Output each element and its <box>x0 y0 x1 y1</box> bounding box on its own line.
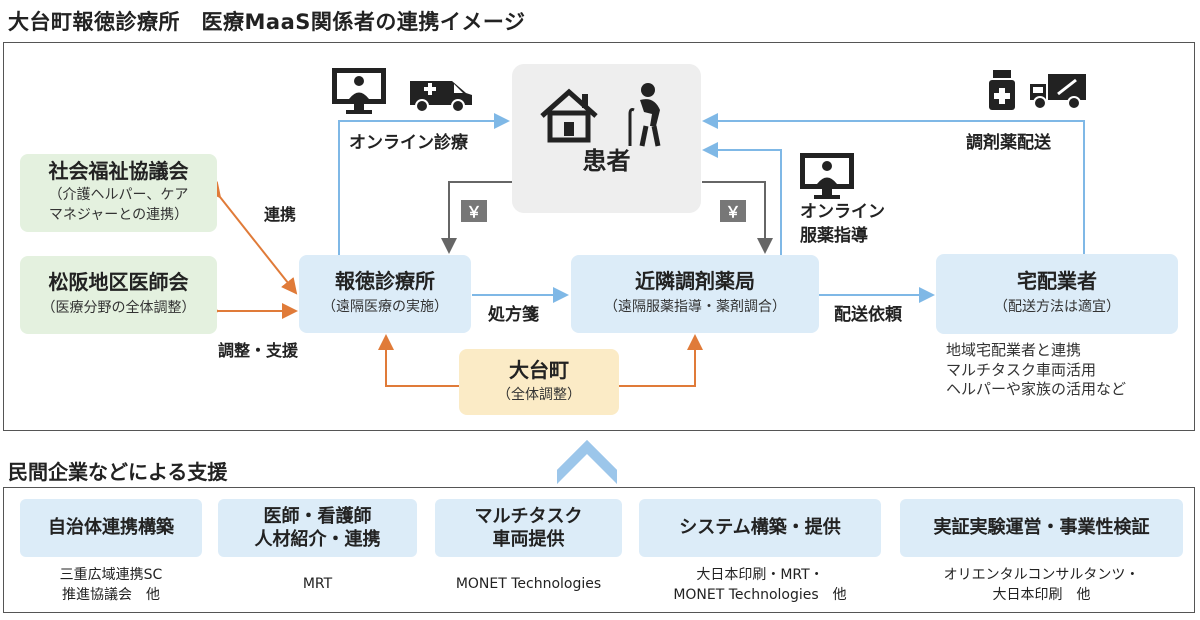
shohosen-label: 処方箋 <box>488 305 539 325</box>
support-caption: MONET Technologies <box>425 575 632 595</box>
diagram-frame <box>3 42 1195 431</box>
delivery-note-line: マルチタスク車両活用 <box>946 360 1097 379</box>
shakai-fukushi-sub1: （介護ヘルパー、ケア <box>48 187 189 204</box>
arrow-patient-pharmacy-payment <box>702 181 773 254</box>
chozai-haiso-label: 調剤薬配送 <box>966 133 1051 153</box>
delivery-label: 宅配業者 <box>1017 269 1097 294</box>
pharmacy-sub: （遠隔服薬指導・薬剤調合） <box>604 299 786 316</box>
arrow-renkei <box>205 181 298 295</box>
monitor-doctor-icon <box>330 66 388 120</box>
yen-badge-pharmacy: ￥ <box>720 200 746 222</box>
chevron-up-icon <box>557 440 617 488</box>
ambulance-van-icon <box>408 75 474 117</box>
yen-label: ￥ <box>725 202 741 221</box>
support-caption: 大日本印刷・MRT・ MONET Technologies 他 <box>639 566 881 605</box>
support-item: 実証実験運営・事業性検証 <box>900 499 1183 557</box>
support-caption-line1: オリエンタルコンサルタンツ・ <box>943 567 1140 583</box>
town-node: 大台町 （全体調整） <box>459 349 619 415</box>
arrow-patient-clinic-payment <box>441 181 512 254</box>
yen-badge-clinic: ￥ <box>461 200 487 222</box>
support-item-line2: 車両提供 <box>492 529 565 550</box>
support-item: 医師・看護師 人材紹介・連携 <box>218 499 417 557</box>
arrow-clinic-patient <box>338 113 510 255</box>
delivery-note-line: ヘルパーや家族の活用など <box>946 380 1127 398</box>
page-title: 大台町報徳診療所 医療MaaS関係者の連携イメージ <box>8 10 526 34</box>
delivery-note: 地域宅配業者と連携 マルチタスク車両活用 ヘルパーや家族の活用など <box>946 341 1126 400</box>
support-caption-line2: 大日本印刷 他 <box>992 586 1091 603</box>
support-item-line1: システム構築・提供 <box>679 517 841 539</box>
support-item-line1: 医師・看護師 <box>263 505 372 527</box>
shakai-fukushi-sub2: マネジャーとの連携） <box>48 207 189 223</box>
monitor-doctor-icon <box>798 151 856 205</box>
pharmacy-label: 近隣調剤薬局 <box>635 269 755 294</box>
support-section-title: 民間企業などによる支援 <box>8 460 228 484</box>
support-caption-line2: MONET Technologies 他 <box>673 586 847 603</box>
delivery-node: 宅配業者 （配送方法は適宜） <box>936 254 1178 334</box>
renkei-label: 連携 <box>264 205 297 224</box>
patient-label: 患者 <box>582 147 631 175</box>
support-item: システム構築・提供 <box>639 499 881 557</box>
clinic-sub: （遠隔医療の実施） <box>322 299 448 316</box>
arrow-town-pharmacy <box>619 334 703 387</box>
delivery-note-line: 地域宅配業者と連携 <box>946 341 1082 359</box>
support-caption-line1: 大日本印刷・MRT・ <box>696 567 824 583</box>
clinic-label: 報徳診療所 <box>335 269 435 294</box>
support-item-line1: 自治体連携構築 <box>48 517 174 539</box>
elderly-person-icon <box>626 82 674 152</box>
support-item-line2: 人材紹介・連携 <box>254 529 381 550</box>
town-label: 大台町 <box>509 357 569 382</box>
ishikai-sub: （医療分野の全体調整） <box>41 300 196 317</box>
online-shinryo-label: オンライン診療 <box>349 133 468 153</box>
arrow-delivery-patient <box>702 113 1085 254</box>
yen-label: ￥ <box>466 202 482 221</box>
delivery-sub: （配送方法は適宜） <box>994 299 1120 316</box>
chosei-shien-label: 調整・支援 <box>218 341 299 360</box>
support-item-line1: マルチタスク <box>474 505 583 527</box>
support-frame <box>3 487 1195 613</box>
medicine-bottle-icon <box>985 68 1019 116</box>
delivery-truck-icon <box>1028 72 1088 116</box>
arrow-town-clinic <box>378 334 459 387</box>
town-sub: （全体調整） <box>497 386 581 403</box>
haiso-irai-label: 配送依頼 <box>834 305 902 325</box>
support-caption-line1: MRT <box>302 576 333 592</box>
support-caption: 三重広域連携SC 推進協議会 他 <box>20 566 202 605</box>
ishikai-node: 松阪地区医師会 （医療分野の全体調整） <box>20 256 217 334</box>
support-caption: MRT <box>218 575 417 595</box>
support-item: 自治体連携構築 <box>20 499 202 557</box>
support-item-line1: 実証実験運営・事業性検証 <box>933 517 1150 539</box>
support-item: マルチタスク 車両提供 <box>435 499 622 557</box>
support-caption-line1: MONET Technologies <box>455 576 602 592</box>
support-caption-line1: 三重広域連携SC <box>59 567 163 583</box>
support-caption-line2: 推進協議会 他 <box>62 586 160 603</box>
support-caption: オリエンタルコンサルタンツ・ 大日本印刷 他 <box>900 566 1183 605</box>
house-icon <box>538 88 600 148</box>
arrow-pharmacy-patient <box>702 142 782 255</box>
ishikai-label: 松阪地区医師会 <box>48 270 189 295</box>
shakai-fukushi-node: 社会福祉協議会 （介護ヘルパー、ケア マネジャーとの連携） <box>20 154 217 232</box>
online-fukuyaku-label2: 服薬指導 <box>800 226 868 246</box>
clinic-node: 報徳診療所 （遠隔医療の実施） <box>299 255 471 333</box>
shakai-fukushi-label: 社会福祉協議会 <box>48 159 189 184</box>
online-fukuyaku-label1: オンライン <box>800 202 885 222</box>
pharmacy-node: 近隣調剤薬局 （遠隔服薬指導・薬剤調合） <box>571 255 819 333</box>
patient-node: 患者 <box>512 64 701 213</box>
